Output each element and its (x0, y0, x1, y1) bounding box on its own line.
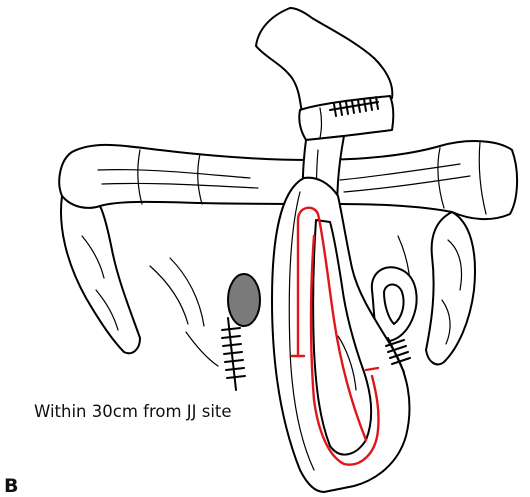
jj-staples-left (222, 318, 245, 390)
shaded-organ (228, 274, 260, 326)
stomach (256, 8, 393, 140)
panel-label: B (4, 475, 18, 497)
annotation-label: Within 30cm from JJ site (34, 402, 232, 421)
